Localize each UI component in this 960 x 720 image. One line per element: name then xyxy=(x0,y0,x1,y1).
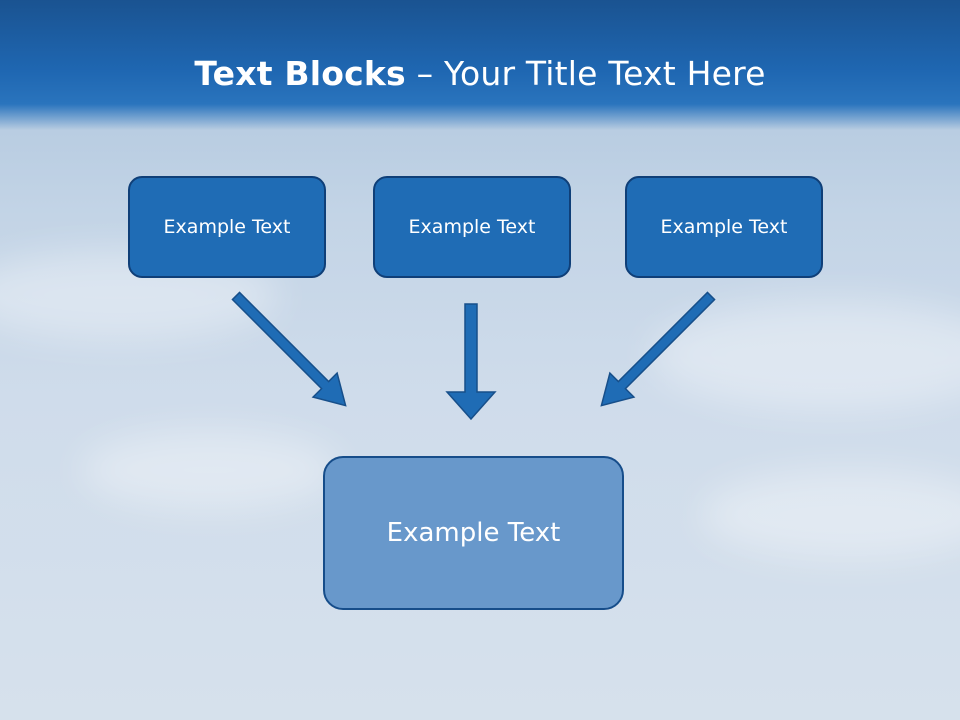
text-block-right[interactable]: Example Text xyxy=(625,176,823,278)
title-separator: – xyxy=(405,54,444,93)
background-cloud xyxy=(650,300,960,410)
text-block-result[interactable]: Example Text xyxy=(323,456,624,610)
text-block-center-label: Example Text xyxy=(408,216,536,238)
text-block-right-label: Example Text xyxy=(660,216,788,238)
text-block-center[interactable]: Example Text xyxy=(373,176,571,278)
arrow-left-diagonal xyxy=(231,291,347,407)
background-cloud xyxy=(80,430,340,510)
title-bold: Text Blocks xyxy=(194,54,406,93)
text-block-left[interactable]: Example Text xyxy=(128,176,326,278)
text-block-left-label: Example Text xyxy=(163,216,291,238)
arrow-center-down xyxy=(445,303,497,421)
title-regular: Your Title Text Here xyxy=(443,54,766,93)
text-block-result-label: Example Text xyxy=(386,518,561,548)
header-band xyxy=(0,0,960,130)
arrow-right-diagonal xyxy=(600,291,716,407)
slide-title: Text Blocks – Your Title Text Here xyxy=(0,52,960,96)
background-cloud xyxy=(700,470,960,560)
